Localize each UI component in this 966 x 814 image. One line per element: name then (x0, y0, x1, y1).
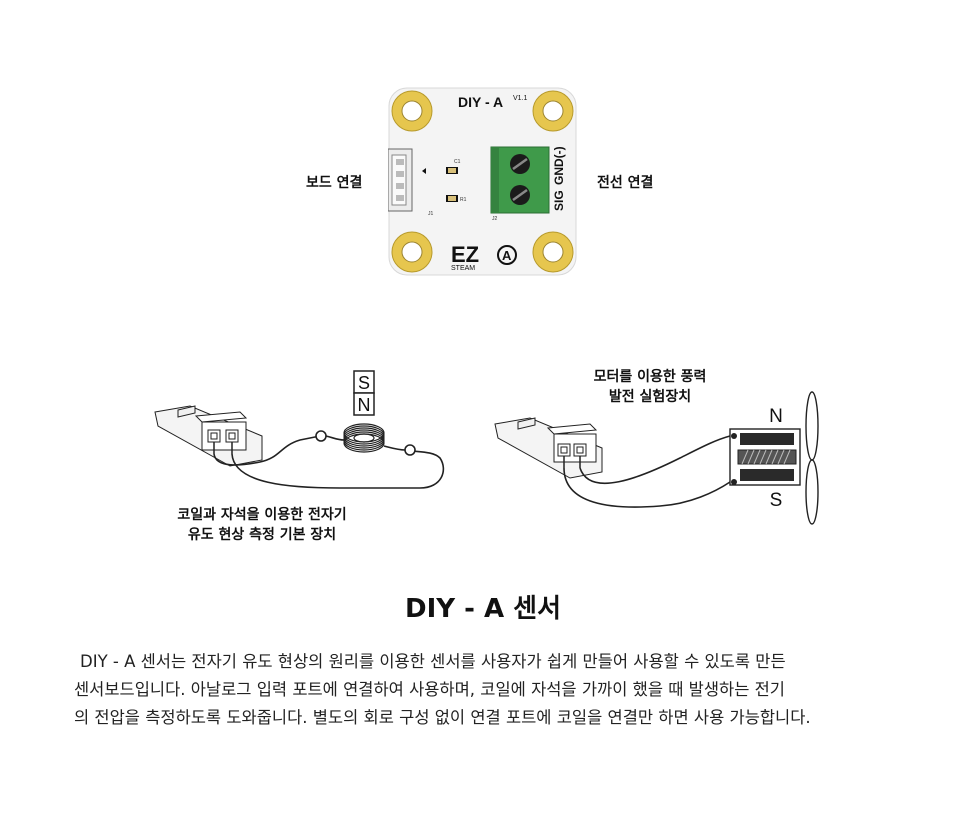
brand-logo-ez: EZ (451, 242, 479, 267)
description-line-3: 의 전압을 측정하도록 도와줍니다. 별도의 회로 구성 없이 연결 포트에 코… (74, 708, 811, 727)
motor-pole-bottom: S (770, 490, 783, 511)
board-connection-label: 보드 연결 (306, 175, 363, 191)
terminal-block-icon (177, 405, 248, 454)
silk-r1: R1 (460, 197, 467, 203)
coil-diagram-caption: 코일과 자석을 이용한 전자기 유도 현상 측정 기본 장치 (150, 505, 374, 545)
motor-icon (729, 428, 801, 486)
capacitor-c1 (446, 167, 458, 174)
mounting-pad-top-right (532, 90, 574, 132)
description-line-1: DIY - A 센서는 전자기 유도 현상의 원리를 이용한 센서를 사용자가 … (80, 652, 786, 671)
jst-connector (388, 148, 426, 212)
resistor-r1 (446, 195, 458, 202)
propeller-icon (805, 391, 819, 525)
coil-magnet-diagram: S N (154, 370, 445, 489)
page-title: DIY - A 센서 (405, 594, 561, 624)
silk-j1: J1 (428, 211, 434, 217)
terminal-block-icon-right (517, 417, 598, 468)
wind-caption-line-1: 모터를 이용한 풍력 (593, 369, 707, 385)
description-line-2: 센서보드입니다. 아날로그 입력 포트에 연결하여 사용하며, 코일에 자석을 … (74, 680, 785, 699)
magnet-pole-top: S (358, 373, 370, 393)
coil-caption-line-1: 코일과 자석을 이용한 전자기 (177, 507, 347, 523)
sig-terminal-label: SIG (552, 190, 566, 211)
wind-generator-diagram: N S (494, 391, 819, 525)
wind-diagram-caption: 모터를 이용한 풍력 발전 실험장치 (560, 367, 740, 407)
silk-j2: J2 (492, 216, 498, 222)
screw-terminal (490, 146, 550, 214)
mounting-pad-bottom-left (391, 231, 433, 273)
board-version: V1.1 (513, 95, 528, 102)
board-name: DIY - A (458, 94, 503, 110)
silk-c1: C1 (454, 159, 461, 165)
brand-logo-steam: STEAM (451, 265, 475, 272)
magnet-pole-bottom: N (358, 395, 371, 415)
mounting-pad-bottom-right (532, 231, 574, 273)
brand-badge: A (502, 248, 512, 263)
gnd-terminal-label: GND(-) (552, 146, 566, 185)
wind-caption-line-2: 발전 실험장치 (608, 389, 692, 405)
mounting-pad-top-left (391, 90, 433, 132)
bar-magnet-icon (353, 370, 375, 416)
wire-connection-label: 전선 연결 (597, 175, 654, 191)
motor-pole-top: N (769, 406, 783, 427)
description: DIY - A 센서는 전자기 유도 현상의 원리를 이용한 센서를 사용자가 … (74, 648, 904, 732)
diy-a-sensor-board: DIY - A V1.1 J1 C1 R1 J2 GND(-) SIG EZ S… (388, 87, 577, 276)
coil-caption-line-2: 유도 현상 측정 기본 장치 (187, 527, 337, 543)
coil-icon (343, 423, 385, 453)
